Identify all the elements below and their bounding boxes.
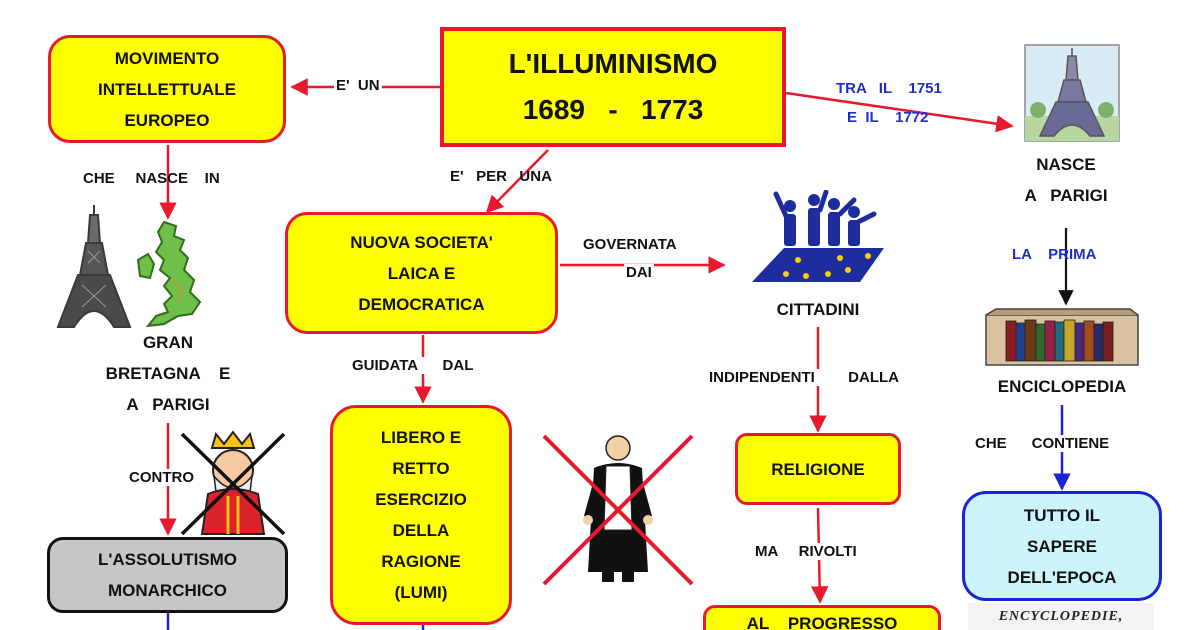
title-years: 1689 - 1773 [522, 94, 704, 125]
religione-box: RELIGIONE [735, 433, 901, 505]
nasce-parigi-label: NASCE A PARIGI [1024, 155, 1108, 205]
arrow-title-parigi [785, 91, 1014, 133]
link-label-e-un: E' UN [334, 77, 382, 94]
link-label-che-contiene: CHE CONTIENE [975, 435, 1110, 452]
link-label-guidata-dal: GUIDATA DAL [352, 357, 474, 374]
eiffel-postcard-icon [1024, 44, 1120, 142]
libero-text: LIBERO E RETTO ESERCIZIO DELLA RAGIONE (… [375, 428, 467, 602]
crossed-priest-icon [542, 434, 694, 586]
link-label-tra-il: TRA IL 1751 [836, 80, 942, 97]
books-shelf-icon [985, 308, 1139, 366]
assolutismo-box: L'ASSOLUTISMO MONARCHICO [47, 537, 288, 613]
link-label-dai: DAI [624, 264, 654, 281]
link-label-contro: CONTRO [127, 469, 196, 486]
great-britain-map-icon [136, 220, 202, 328]
enciclopedia-label: ENCICLOPEDIA [997, 377, 1127, 396]
link-label-che-nasce-in: CHE NASCE IN [83, 170, 220, 187]
link-label-e-per-una: E' PER UNA [450, 168, 552, 185]
movimento-text: MOVIMENTO INTELLETTUALE EUROPEO [98, 48, 236, 130]
link-label-la-prima: LA PRIMA [1012, 246, 1097, 263]
title-box: L'ILLUMINISMO 1689 - 1773 [440, 27, 786, 147]
link-label-e-il: E IL 1772 [847, 109, 929, 126]
citizens-europe-icon [752, 190, 884, 282]
link-label-governata: GOVERNATA [583, 236, 677, 253]
cittadini-label: CITTADINI [776, 300, 860, 319]
link-label-ma-rivolti: MA RIVOLTI [755, 543, 857, 560]
libero-box: LIBERO E RETTO ESERCIZIO DELLA RAGIONE (… [330, 405, 512, 625]
progresso-text: AL PROGRESSO [746, 614, 898, 630]
assolutismo-text: L'ASSOLUTISMO MONARCHICO [97, 550, 238, 600]
crossed-king-icon [180, 430, 286, 536]
nuova-societa-box: NUOVA SOCIETA' LAICA E DEMOCRATICA [285, 212, 558, 334]
tutto-sapere-box: TUTTO IL SAPERE DELL'EPOCA [962, 491, 1162, 601]
nuova-societa-text: NUOVA SOCIETA' LAICA E DEMOCRATICA [350, 232, 493, 314]
progresso-box: AL PROGRESSO [703, 605, 941, 630]
link-label-indipendenti: INDIPENDENTI DALLA [709, 369, 900, 386]
tutto-sapere-text: TUTTO IL SAPERE DELL'EPOCA [1007, 505, 1117, 587]
arrow-title-societa [485, 149, 549, 214]
movimento-box: MOVIMENTO INTELLETTUALE EUROPEO [48, 35, 286, 143]
title-text: L'ILLUMINISMO [508, 48, 718, 79]
gran-bretagna-label: GRAN BRETAGNA E A PARIGI [105, 333, 231, 414]
encyclopedie-caption: ENCYCLOPEDIE, [968, 603, 1154, 630]
religione-text: RELIGIONE [771, 459, 865, 479]
eiffel-tower-icon [56, 205, 132, 328]
